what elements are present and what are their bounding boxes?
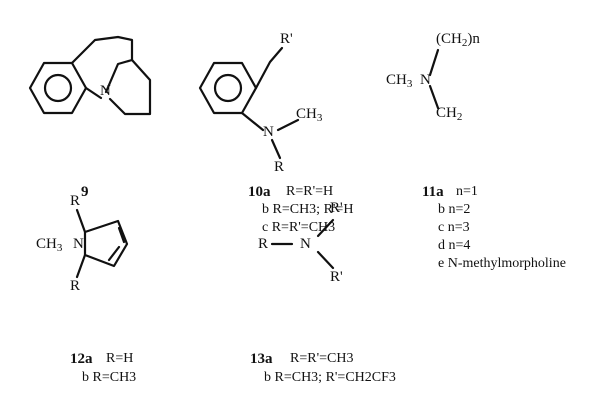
compound-12-double-bond-upper [117,226,126,244]
compound-10-number: 10a [248,184,271,200]
compound-13-bond-bottom [316,250,335,270]
compound-12-bond-r-top [75,208,87,234]
compound-9-benzene-ring [28,61,88,115]
compound-11-n-atom: N [420,72,431,88]
compound-9-number: 9 [81,184,89,200]
compound-12-variant-a: R=H [106,351,134,366]
compound-10-variant-a: R=R'=H [286,184,334,199]
compound-13-variant-a: R=R'=CH3 [290,351,354,366]
compound-13-skeleton [270,218,335,270]
compound-11-variant-c: c n=3 [438,220,470,235]
compound-10-aromatic-circle [213,73,243,103]
compound-11-variant-a: n=1 [456,184,478,199]
compound-10-bond-r [270,138,282,160]
compound-11-ring-bottom: CH2 [436,105,463,123]
compound-10-r-prime: R' [280,31,293,47]
compound-11-bond-lower [428,84,440,110]
compound-13-number: 13a [250,351,273,367]
compound-10-methyl: CH3 [296,106,323,124]
compound-12-number: 12a [70,351,93,367]
compound-10-bond-r-prime [254,46,284,90]
compound-10-variant-c: c R=R'=CH3 [262,220,336,235]
compound-10-bond-methyl [276,118,300,132]
compound-10-r: R [274,159,285,175]
compound-11-variant-b: b n=2 [438,202,471,217]
compound-13-variant-b: b R=CH3; R'=CH2CF3 [264,370,396,385]
compound-11-variant-e: e N-methylmorpholine [438,256,566,271]
compound-13-n-atom: N [300,236,311,252]
compound-11-ring-top: (CH2)n [436,31,480,49]
compound-9-n-lower [108,58,152,116]
compound-13-r: R [258,236,269,252]
compound-9-skeleton [28,35,152,116]
compound-12-bond-r-bottom [75,253,87,279]
compound-12-double-bond-lower [107,245,121,262]
compound-10-n-atom: N [263,124,274,140]
compound-12-methyl: CH3 [36,236,63,254]
compound-13-r-prime-bottom: R' [330,269,343,285]
compound-11-ring-left: CH3 [386,72,413,90]
compound-11-skeleton [428,48,440,110]
compound-10-benzene-ring [198,61,258,115]
compound-12-r-bottom: R [70,278,81,294]
compound-10-variant-b: b R=CH3; R'=H [262,202,354,217]
compound-12-ring [83,219,129,268]
compound-9-aromatic-circle [43,73,73,103]
compound-13-bond-top [316,218,335,238]
compound-12-skeleton [75,208,129,279]
compound-9-bridge [70,35,134,65]
compound-9-n-upper [104,58,134,94]
compound-9-n-atom: N [100,83,111,99]
compound-11-number: 11a [422,184,444,200]
compound-11-variant-d: d n=4 [438,238,471,253]
compound-12-r-top: R [70,193,81,209]
compound-9-n-bond-ring [84,86,103,100]
compound-12-variant-b: b R=CH3 [82,370,137,385]
compound-11-bond-upper [428,48,440,77]
compound-10-skeleton [198,46,300,160]
compound-13-r-prime-top: R' [330,200,343,216]
compound-10-bond-n [240,111,265,132]
compound-12-n-atom: N [73,236,84,252]
